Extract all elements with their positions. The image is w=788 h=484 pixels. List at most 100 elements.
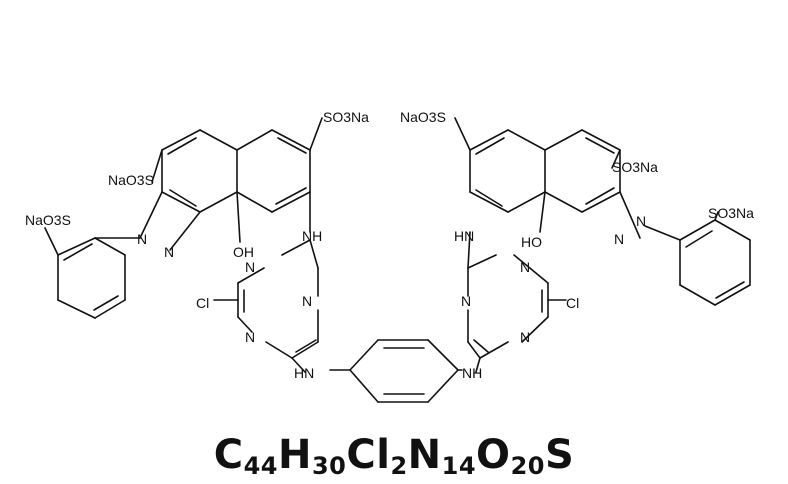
bond [57, 299, 96, 319]
bond [544, 129, 583, 151]
bond [685, 230, 713, 248]
bond [94, 299, 126, 319]
bond [167, 137, 197, 155]
bond [581, 129, 621, 151]
bond [161, 129, 201, 151]
formula-count: 14 [441, 452, 477, 480]
formula-element: O [476, 432, 511, 478]
bond [715, 281, 745, 299]
bond [521, 316, 549, 343]
bond [277, 137, 307, 154]
triazine-n-label: N [461, 293, 471, 309]
bond [271, 129, 311, 151]
bond [714, 211, 719, 221]
bond [275, 187, 307, 205]
amine-nh-label: NH [462, 365, 482, 381]
bond [139, 191, 163, 239]
hydroxyl-label: HO [521, 234, 542, 250]
triazine-n-label: N [245, 259, 255, 275]
chlorine-label: Cl [566, 295, 579, 311]
azo-n-label: N [614, 231, 624, 247]
hydroxyl-label: OH [233, 244, 254, 260]
atom-labels: SO3Na NaO3S NaO3S OH N N NH N N N Cl HN … [25, 109, 754, 381]
bond [467, 341, 481, 359]
triazine-n-label: N [520, 329, 530, 345]
amine-nh-label: NH [302, 228, 322, 244]
bond [475, 137, 505, 155]
bond [94, 237, 126, 256]
bond [507, 129, 546, 151]
bond [151, 149, 163, 183]
bond [236, 191, 273, 213]
bond [57, 237, 96, 256]
bond [93, 295, 119, 311]
bond [309, 239, 319, 269]
bond [679, 284, 716, 306]
azo-n-label: N [137, 231, 147, 247]
bond [679, 219, 716, 241]
bond [475, 357, 481, 373]
triazine-n-label: N [245, 329, 255, 345]
bond [295, 339, 317, 353]
amine-nh-label: HN [294, 365, 314, 381]
bond [473, 339, 489, 353]
molecular-formula: C44H30Cl2N14O20S [0, 432, 788, 478]
bond [469, 129, 509, 151]
triazine-n-label: N [302, 293, 312, 309]
bond [199, 191, 238, 213]
chemical-structure-diagram: SO3Na NaO3S NaO3S OH N N NH N N N Cl HN … [25, 109, 754, 403]
azo-n-label: N [636, 213, 646, 229]
bond [714, 284, 751, 306]
bond [619, 191, 641, 239]
bond [475, 189, 503, 207]
bond [427, 369, 459, 403]
bond [271, 191, 311, 213]
bond [467, 254, 497, 269]
bond [237, 267, 265, 284]
bond [585, 187, 615, 205]
bond [479, 341, 509, 359]
formula-element: Cl [346, 432, 391, 478]
bond [169, 211, 201, 251]
bond [237, 316, 253, 333]
formula-element: S [544, 432, 575, 478]
bond [169, 189, 197, 207]
triazine-n-label: N [520, 259, 530, 275]
bond [539, 191, 546, 233]
bond [349, 369, 379, 403]
formula-element: C [213, 432, 244, 478]
bond [236, 129, 273, 151]
bond [714, 219, 751, 241]
bond [611, 149, 621, 169]
formula-element: N [407, 432, 442, 478]
amine-nh-label: HN [454, 228, 474, 244]
naO3s-label: NaO3S [108, 172, 154, 188]
bond [236, 191, 241, 243]
formula-count: 20 [510, 452, 545, 480]
bond [161, 191, 201, 213]
bond [544, 191, 583, 213]
bond [427, 339, 459, 371]
formula-count: 30 [311, 452, 347, 480]
so3na-label: SO3Na [323, 109, 369, 125]
so3na-label: SO3Na [708, 205, 754, 221]
formula-count: 2 [390, 452, 408, 480]
so3na-label: SO3Na [612, 159, 658, 175]
bond [265, 341, 293, 359]
bond-lines [44, 117, 751, 403]
chlorine-label: Cl [196, 295, 209, 311]
naO3s-label: NaO3S [400, 109, 446, 125]
bond [507, 191, 546, 213]
bond [454, 117, 471, 151]
bond [585, 137, 615, 154]
bond [44, 227, 59, 256]
naO3s-label: NaO3S [25, 212, 71, 228]
azo-n-label: N [164, 244, 174, 260]
formula-element: H [277, 432, 312, 478]
bond [349, 339, 379, 371]
bond [63, 243, 93, 261]
bond [309, 117, 323, 151]
bond [291, 357, 306, 373]
bond [291, 341, 319, 359]
bond [513, 254, 549, 284]
